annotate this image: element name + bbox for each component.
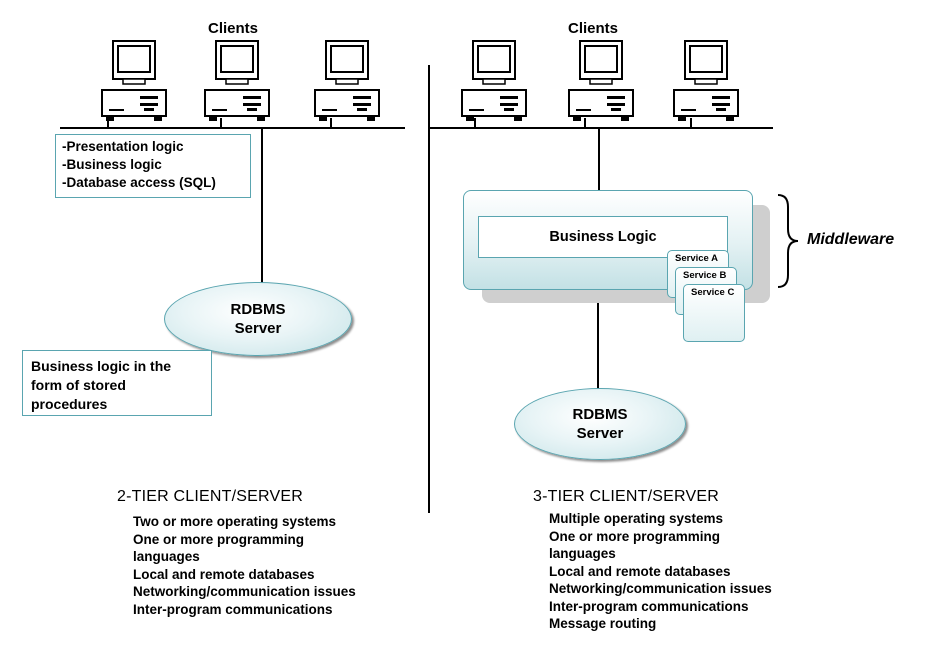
client-drop-line [474, 118, 476, 128]
feature-item: Multiple operating systems [549, 511, 724, 526]
left-server-link [261, 128, 263, 286]
desktop-computer-icon [203, 40, 271, 122]
desktop-computer-icon [460, 40, 528, 122]
feature-item: Inter-program communications [549, 598, 749, 614]
left-clients-label: Clients [208, 20, 259, 37]
client-logic-line: -Business logic [62, 157, 162, 172]
client-drop-line [690, 118, 692, 128]
right-server-link [597, 303, 599, 391]
right-middleware-link [598, 128, 600, 190]
right-clients-label: Clients [568, 20, 619, 37]
curly-brace-icon [777, 194, 799, 288]
feature-item: Two or more operating systems [133, 514, 337, 529]
feature-item: languages [133, 549, 200, 564]
desktop-computer-icon [313, 40, 381, 122]
feature-item: Local and remote databases [133, 566, 315, 582]
client-drop-line [330, 118, 332, 128]
left-tier-title: 2-TIER CLIENT/SERVER [117, 488, 303, 505]
feature-item: languages [549, 546, 616, 561]
client-drop-line [107, 118, 109, 128]
middleware-label: Middleware [807, 231, 895, 248]
desktop-computer-icon [567, 40, 635, 122]
feature-item: Networking/communication issues [133, 584, 356, 599]
left-rdbms-server: RDBMS Server [164, 282, 352, 356]
feature-item: Message routing [549, 616, 657, 631]
server-label: RDBMS Server [572, 406, 628, 442]
desktop-computer-icon [100, 40, 168, 122]
left-feature-list: Two or more operating systems One or mor… [133, 513, 356, 618]
server-label: RDBMS Server [230, 301, 286, 337]
service-c-card: Service C [683, 284, 745, 342]
right-tier-title: 3-TIER CLIENT/SERVER [533, 488, 719, 505]
client-logic-box: -Presentation logic -Business logic -Dat… [55, 134, 251, 198]
client-logic-line: -Database access (SQL) [62, 175, 216, 190]
right-feature-list: Multiple operating systems One or more p… [549, 510, 772, 633]
client-logic-line: -Presentation logic [62, 139, 184, 154]
feature-item: Local and remote databases [549, 563, 731, 579]
feature-item: Networking/communication issues [549, 581, 772, 596]
client-drop-line [220, 118, 222, 128]
right-rdbms-server: RDBMS Server [514, 388, 686, 460]
left-network-line [60, 127, 405, 129]
feature-item: One or more programming [549, 528, 721, 544]
right-network-line [428, 127, 773, 129]
client-drop-line [584, 118, 586, 128]
tier-divider [428, 65, 430, 513]
feature-item: Inter-program communications [133, 601, 333, 617]
desktop-computer-icon [672, 40, 740, 122]
feature-item: One or more programming [133, 531, 305, 547]
stored-procedures-note: Business logic in the form of stored pro… [22, 350, 212, 416]
